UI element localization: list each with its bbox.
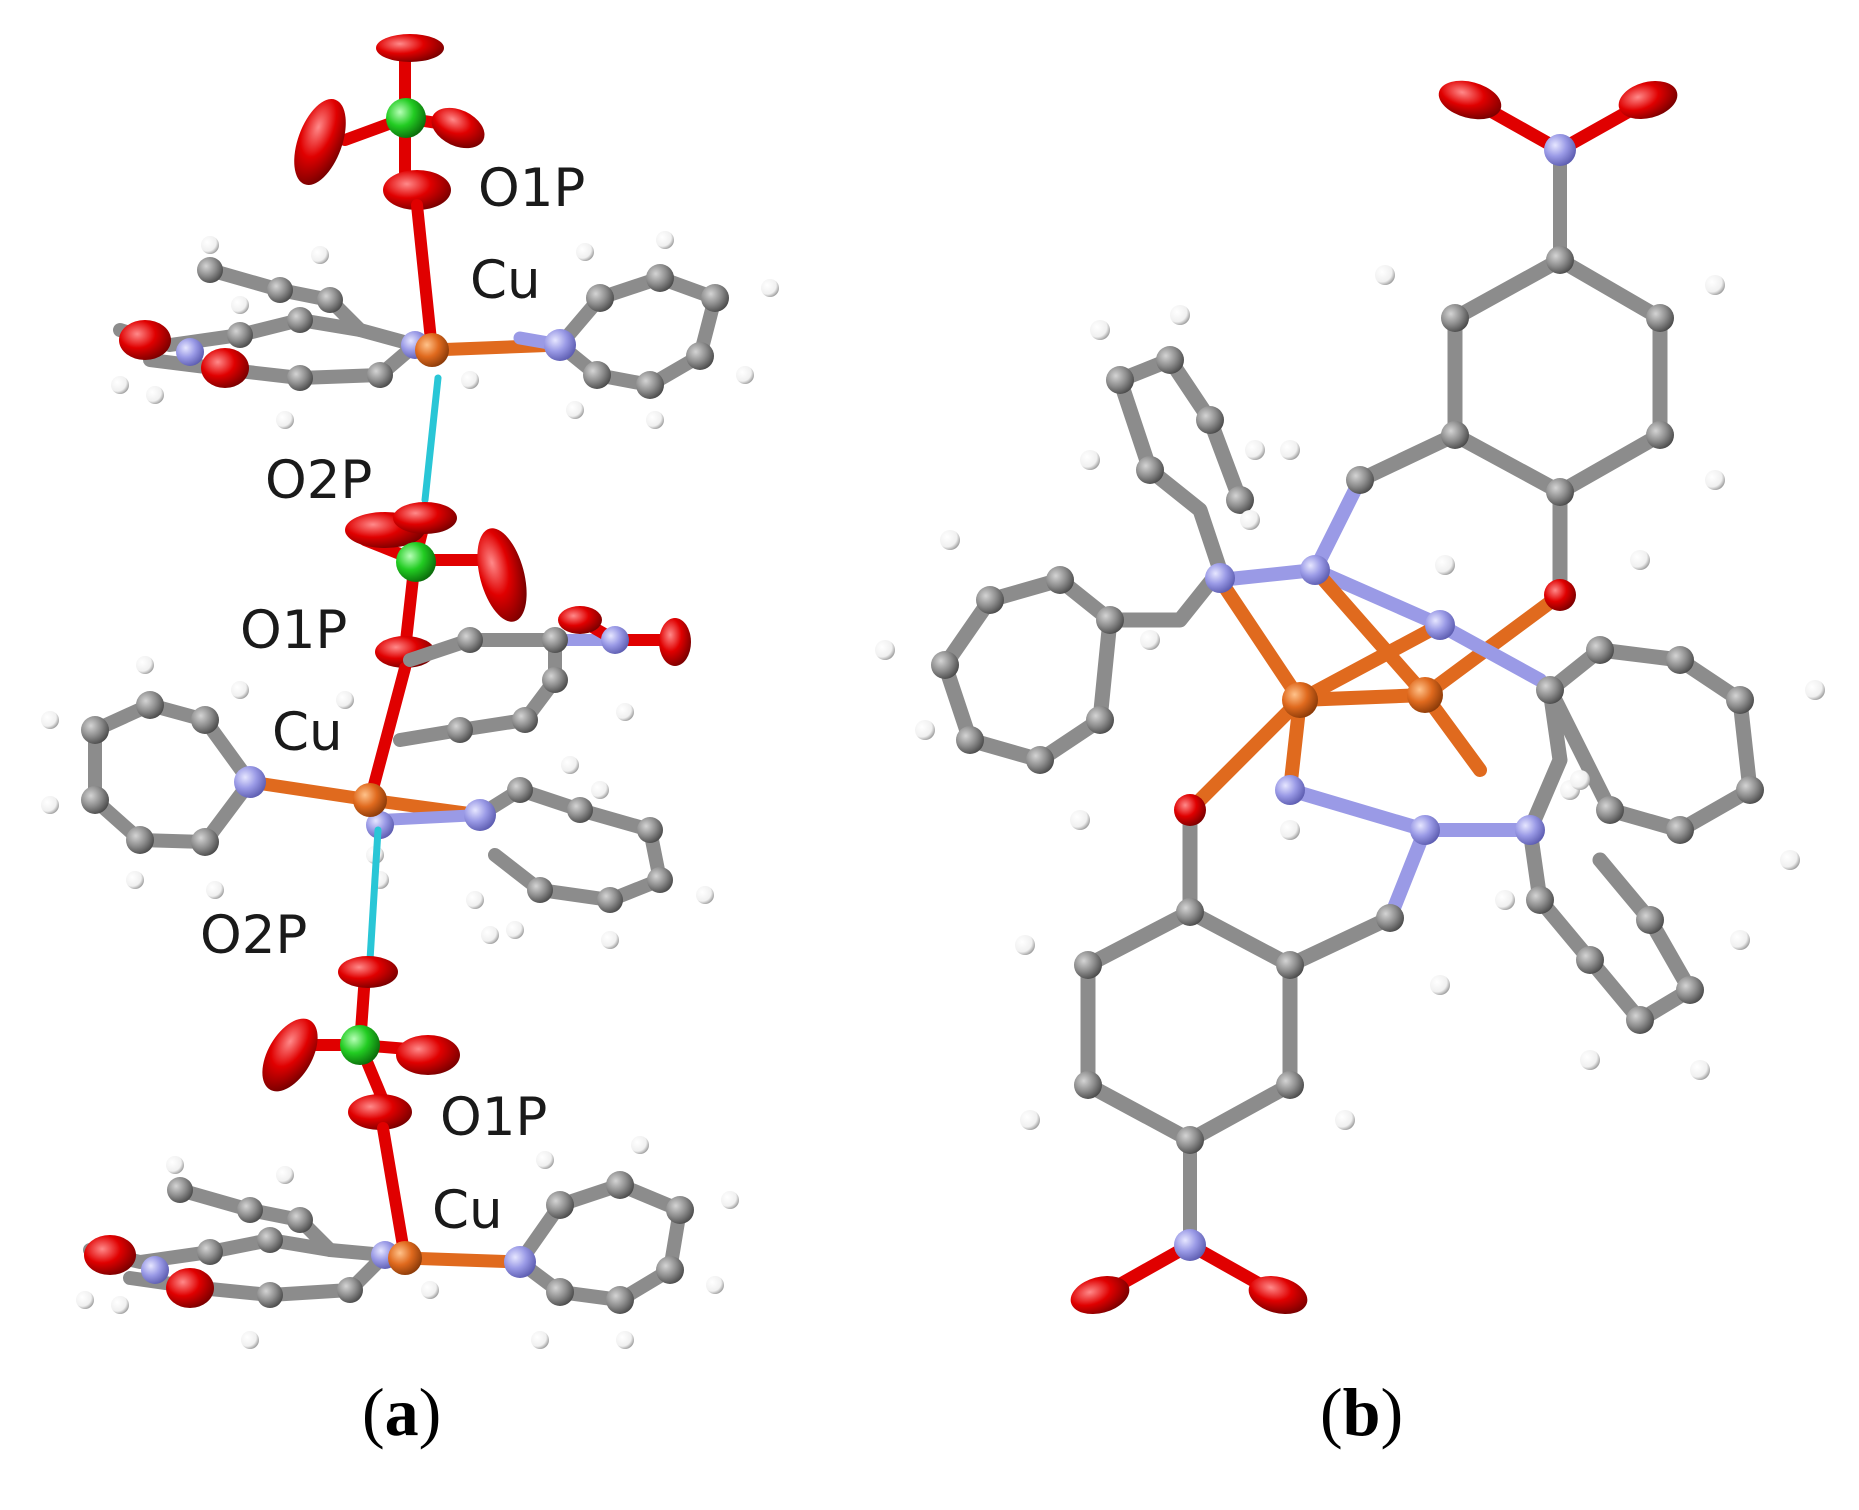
cu-complex-middle xyxy=(41,606,714,949)
perchlorate-top xyxy=(294,34,485,210)
label-o2p-bottom: O2P xyxy=(200,905,307,966)
panel-b-structure xyxy=(875,80,1825,1315)
panel-a-close-paren: ) xyxy=(419,1374,442,1450)
label-cu-top: Cu xyxy=(470,250,541,311)
hydrogen-bond-2 xyxy=(366,826,382,964)
label-o1p-middle: O1P xyxy=(240,600,347,661)
panel-label-b: (b) xyxy=(1320,1374,1403,1450)
panel-a-open-paren: ( xyxy=(362,1374,385,1450)
label-o1p-top: O1P xyxy=(478,158,585,219)
panel-b-open-paren: ( xyxy=(1320,1374,1343,1450)
label-o1p-bottom: O1P xyxy=(440,1087,547,1148)
panel-label-a: (a) xyxy=(362,1374,441,1450)
panel-b-letter: b xyxy=(1343,1374,1381,1450)
panel-b-close-paren: ) xyxy=(1380,1374,1403,1450)
label-cu-middle: Cu xyxy=(272,702,343,763)
perchlorate-bottom xyxy=(262,956,460,1130)
label-cu-bottom: Cu xyxy=(432,1180,503,1241)
hydrogen-bond-1 xyxy=(421,374,442,504)
panel-a-structure: O1P Cu O2P O1P Cu O2P O1P Cu xyxy=(41,34,779,1349)
cu-complex-top xyxy=(111,199,779,429)
cu-complex-bottom xyxy=(76,1122,739,1349)
perchlorate-middle xyxy=(345,502,527,668)
panel-a-letter: a xyxy=(385,1374,419,1450)
label-o2p-top: O2P xyxy=(265,450,372,511)
